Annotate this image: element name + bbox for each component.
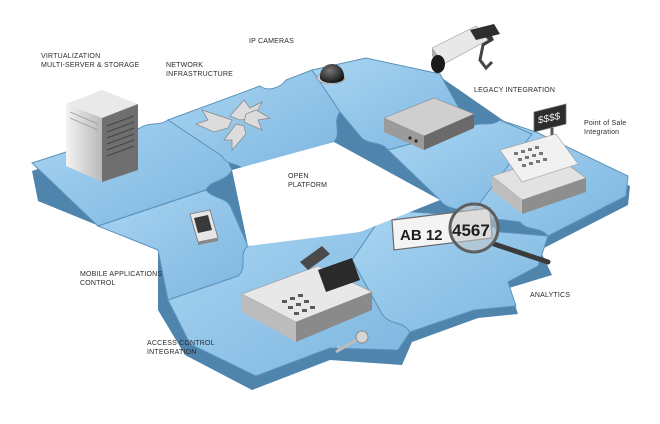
label-access-control: ACCESS CONTROL INTEGRATION: [147, 340, 215, 356]
label-virtualization: VIRTUALIZATION MULTI-SERVER & STORAGE: [41, 53, 140, 69]
label-point-of-sale: Point of Sale Integration: [584, 120, 627, 136]
magnifier-icon: 4567: [448, 202, 551, 265]
access-control-terminal-icon: [241, 246, 373, 342]
label-open-platform: OPEN PLATFORM: [288, 173, 328, 189]
video-recorder-icon: [383, 97, 475, 150]
server-icon: [66, 90, 138, 182]
label-analytics: ANALYTICS: [530, 292, 571, 299]
plate-text-left: AB 12: [400, 227, 443, 244]
label-network-infrastructure: NETWORK INFRASTRUCTURE: [166, 62, 233, 78]
network-arrows-icon: [194, 99, 272, 152]
plate-text-right: 4567: [452, 221, 490, 240]
dome-camera-icon: [316, 64, 346, 85]
mobile-phone-icon: [189, 209, 219, 245]
pos-display: $$$$: [533, 103, 567, 133]
key-icon: [335, 330, 369, 354]
label-mobile-applications: MOBILE APPLICATIONS CONTROL: [80, 271, 163, 287]
cctv-camera-icon: [431, 24, 500, 73]
label-ip-cameras: IP CAMERAS: [249, 38, 295, 45]
label-legacy-integration: LEGACY INTEGRATION: [474, 87, 556, 94]
cash-register-icon: $$$$: [491, 103, 587, 214]
open-platform-hole: [232, 142, 440, 246]
pos-display-text: $$$$: [538, 111, 561, 127]
